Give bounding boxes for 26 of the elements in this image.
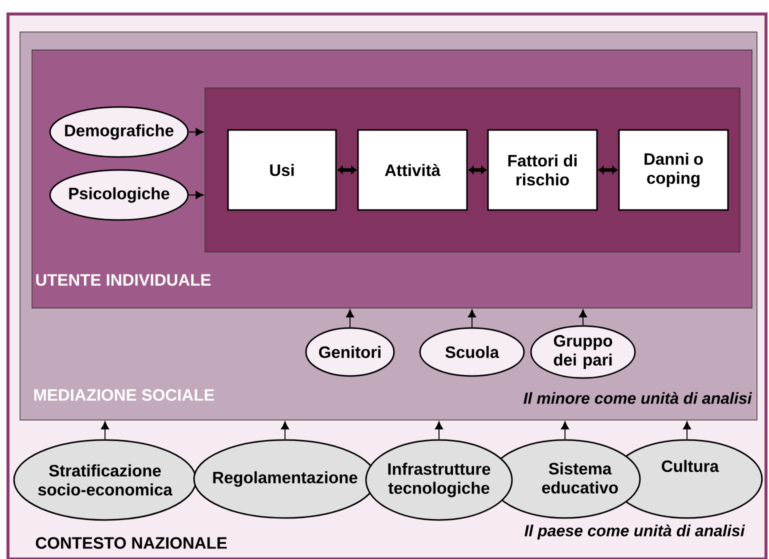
process-box: Danni o coping xyxy=(618,129,729,211)
arrow xyxy=(561,421,569,440)
ellipse-node: Stratificazione socio-economica xyxy=(13,439,197,521)
arrow xyxy=(683,421,691,440)
arrow xyxy=(101,421,109,440)
ellipse-node: Gruppo dei pari xyxy=(530,325,636,379)
arrow xyxy=(188,191,204,199)
process-box: Fattori di rischio xyxy=(487,129,598,211)
ellipse-node: Regolamentazione xyxy=(193,439,377,519)
arrow xyxy=(346,309,354,328)
arrow xyxy=(468,309,476,328)
arrow xyxy=(435,421,443,440)
ellipse-node: Scuola xyxy=(419,327,525,377)
ellipse-node: Infrastrutture tecnologiche xyxy=(365,439,513,521)
arrow xyxy=(337,166,357,174)
ellipse-node: Psicologiche xyxy=(49,169,189,221)
node-label: Cultura xyxy=(662,460,719,472)
arrow xyxy=(579,309,587,326)
process-box: Attività xyxy=(357,129,468,211)
ellipse-node: Demografiche xyxy=(49,106,189,158)
arrow xyxy=(188,128,204,136)
ellipse-node: Genitori xyxy=(305,327,395,377)
process-box: Usi xyxy=(227,129,337,211)
arrow xyxy=(598,166,618,174)
arrow xyxy=(281,421,289,440)
arrow xyxy=(468,166,487,174)
